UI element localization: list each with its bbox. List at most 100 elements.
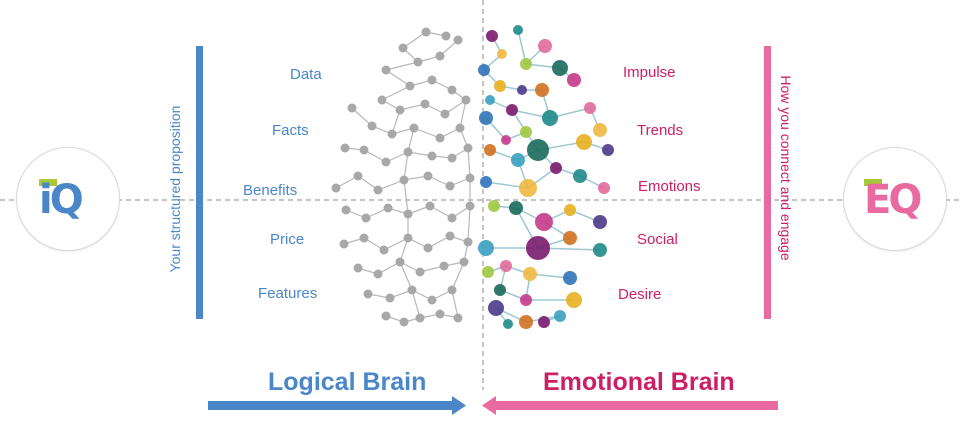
logical-network-node [441,31,451,41]
logical-network-node [347,103,357,113]
label-desire: Desire [618,286,662,303]
label-emotions: Emotions [638,178,701,195]
iq-logo-icon: iQ [39,177,84,223]
emotional-network-node [494,80,506,92]
logical-network-node [377,95,387,105]
logical-network-node [439,261,449,271]
emotional-network-node [566,292,582,308]
logical-network-node [340,143,350,153]
logical-network-node [445,181,455,191]
logical-network-node [427,295,437,305]
logical-network-node [339,239,349,249]
emotional-network-node [520,294,532,306]
emotional-arrow [482,396,778,415]
logical-network-node [399,175,409,185]
emotional-network-node [593,215,607,229]
emotional-brain-network [478,25,614,329]
emotional-network-node [523,267,537,281]
emotional-network-node [593,123,607,137]
emotional-network-node [519,179,537,197]
logical-network-node [413,57,423,67]
iq-logo-circle: iQ [16,147,120,251]
emotional-network-node [509,201,523,215]
logical-network-edge [381,85,411,101]
left-vertical-text: Your structured proposition [167,105,183,273]
logical-network-node [353,263,363,273]
emotional-network-node [513,25,523,35]
logical-network-node [373,185,383,195]
emotional-network-node [584,102,596,114]
label-social: Social [637,231,678,248]
logical-network-node [395,257,405,267]
emotional-network-node [576,134,592,150]
logical-network-node [398,43,408,53]
emotional-network-node [517,85,527,95]
logical-network-node [440,109,450,119]
emotional-network-node [550,162,562,174]
logical-network-edge [459,99,467,129]
emotional-network-node [478,240,494,256]
eq-logo-circle: EQ [843,147,947,251]
emotional-network-node [500,260,512,272]
logical-network-node [403,233,413,243]
logical-network-edge [377,179,405,191]
logical-network-node [455,123,465,133]
logical-network-edge [411,289,421,319]
logical-network-edge [402,31,427,49]
logical-network-node [427,151,437,161]
logical-network-node [385,293,395,303]
emotional-network-node [484,144,496,156]
emotional-network-node [494,284,506,296]
emotional-network-node [573,169,587,183]
logical-network-node [435,51,445,61]
emotional-network-node [520,58,532,70]
logical-network-node [363,289,373,299]
logical-network-node [359,233,369,243]
emotional-network-node [501,135,511,145]
label-trends: Trends [637,122,684,139]
logical-network-node [379,245,389,255]
emotional-network-node [478,64,490,76]
logical-network-node [427,75,437,85]
logical-network-node [465,201,475,211]
logical-network-node [461,95,471,105]
logical-network-node [447,285,457,295]
logical-network-node [367,121,377,131]
emotional-network-node [535,83,549,97]
label-impulse: Impulse [623,64,676,81]
logical-network-node [359,145,369,155]
logical-network-node [403,147,413,157]
logical-network-node [453,35,463,45]
logical-network-edge [403,151,409,181]
emotional-network-node [506,104,518,116]
logical-network-node [387,129,397,139]
logical-network-node [405,81,415,91]
logical-network-node [407,285,417,295]
logical-brain-title: Logical Brain [268,368,427,396]
logical-network-edge [451,289,459,319]
emotional-network-node [552,60,568,76]
emotional-network-node [564,204,576,216]
logical-network-edge [403,179,409,215]
logical-network-edge [451,261,465,291]
logical-network-node [463,237,473,247]
emotional-network-node [482,266,494,278]
label-benefits: Benefits [243,182,298,199]
emotional-network-node [554,310,566,322]
logical-network-node [395,105,405,115]
emotional-network-node [497,49,507,59]
logical-network-edge [413,127,441,139]
emotional-network-node [488,300,504,316]
label-data: Data [290,66,322,83]
logical-network-node [425,201,435,211]
logical-network-node [403,209,413,219]
logical-network-node [435,309,445,319]
logical-network-node [381,311,391,321]
logical-network-node [421,27,431,37]
emotional-network-node [593,243,607,257]
logical-network-node [415,313,425,323]
emotional-network-node [519,315,533,329]
logical-arrow [208,396,466,415]
logical-network-node [435,133,445,143]
